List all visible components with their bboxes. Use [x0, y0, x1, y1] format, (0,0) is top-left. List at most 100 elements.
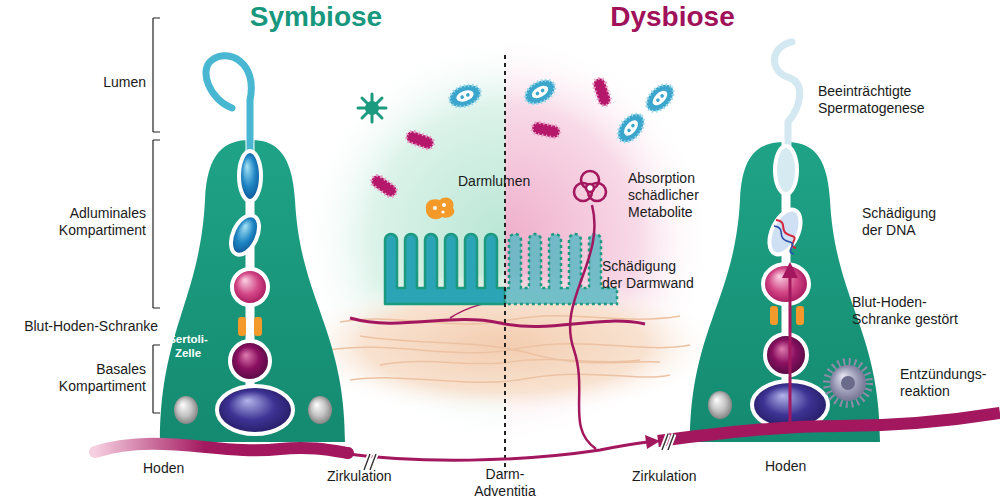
bacterium-body — [365, 101, 379, 115]
blood-vessel — [350, 318, 645, 326]
bacterium-dot — [460, 95, 465, 100]
callout-label: Beeinträchtigte Spermatogenese — [818, 83, 936, 117]
oval-bacterium — [613, 109, 649, 146]
bacterium-core — [530, 83, 551, 101]
biohazard-symbol — [574, 171, 606, 201]
bacterium-dot — [466, 93, 471, 98]
microbe-dot — [433, 206, 437, 210]
tissue-fibres — [330, 316, 690, 383]
spermatid-elongated — [239, 151, 261, 201]
bacterium-body — [613, 109, 649, 146]
circulation-band — [658, 413, 1000, 441]
cell-channel — [782, 140, 791, 425]
bracket-label: Basales Kompartiment — [46, 361, 146, 395]
callout-label: Schädigung der DNA — [862, 205, 947, 239]
section-heading: Dysbiose — [590, 0, 755, 34]
orange-microbe — [426, 198, 455, 220]
circulation-band — [95, 444, 348, 453]
cell-label: Sertoli-Zelle — [161, 332, 215, 360]
callout-label: Blut-Hoden- Schranke gestört — [852, 294, 966, 328]
bacterium-body — [521, 75, 559, 108]
bacterium-dot — [660, 93, 665, 98]
bacterium-core — [621, 118, 640, 138]
bacterium-dot — [540, 88, 545, 93]
rod-bacterium — [592, 77, 612, 107]
primary-spermatocyte — [230, 341, 270, 381]
coccus-bacteria — [447, 75, 679, 146]
break-mark — [364, 454, 376, 470]
grey-cell — [708, 391, 732, 419]
damage-arrow-shaft — [789, 276, 792, 432]
rod-bacterium — [405, 130, 435, 151]
part-label: Blut-Hoden-Schranke — [0, 318, 158, 335]
bacterium-core — [650, 88, 670, 108]
impaired-sperm-tail — [774, 42, 799, 150]
cell-shape — [160, 140, 345, 442]
break-mark-bg — [364, 454, 376, 470]
microbe-dot — [441, 210, 444, 213]
left-germ-cells — [174, 56, 332, 434]
organ-label: Hoden — [143, 460, 203, 477]
callout-label: Entzündungs- reaktion — [900, 366, 996, 400]
biohazard-ring — [588, 183, 606, 201]
spermatid-round — [225, 211, 265, 259]
rod-bacterium — [369, 173, 399, 199]
circulation — [95, 205, 1000, 470]
spermatogonium — [217, 386, 293, 434]
bracket-basal — [153, 345, 160, 413]
inflammatory-cell — [830, 365, 866, 401]
bacterium-dot — [630, 123, 635, 128]
biohazard-ring — [574, 183, 592, 201]
sertoli-cell-damaged — [690, 142, 880, 442]
bracket-adluminal — [153, 140, 160, 308]
circulation-arrow-head — [645, 435, 660, 449]
callout-label: Absorption schädlicher Metabolite — [628, 170, 720, 221]
spermatocyte — [763, 264, 809, 304]
disrupted-junction — [796, 306, 804, 325]
grey-cell — [308, 396, 332, 424]
biohazard-core — [586, 184, 594, 192]
inflammatory-nucleus — [841, 376, 855, 390]
bacterium-star — [358, 94, 386, 122]
tissue-fibre — [380, 360, 640, 365]
oval-bacterium — [642, 80, 679, 117]
damaged-villi — [505, 234, 617, 304]
section-heading: Symbiose — [236, 0, 396, 34]
circulation-line — [340, 442, 648, 460]
tight-junction — [238, 317, 246, 336]
tight-junction — [254, 317, 262, 336]
cell-outline — [155, 135, 355, 445]
inflammation-spikes — [827, 362, 869, 404]
bacterium-body — [642, 80, 679, 117]
bacterium-dot — [535, 91, 540, 96]
bracket-label: Lumen — [46, 74, 146, 91]
layer-label: Darm- Adventitia — [465, 466, 545, 500]
disrupted-junction — [770, 306, 778, 325]
oval-bacterium — [447, 81, 484, 111]
sperm-tail — [206, 56, 251, 150]
flow-label: Zirkulation — [632, 468, 722, 485]
cell-channel — [246, 140, 255, 425]
callout-label: Schädigung der Darmwand — [602, 258, 695, 292]
metabolite-path — [570, 205, 596, 449]
bracket-lumen — [153, 18, 160, 132]
bacterium-body — [447, 81, 484, 111]
dna-strand — [776, 220, 796, 248]
biohazard-ring — [581, 171, 599, 189]
organ-label: Hoden — [765, 458, 825, 475]
intact-villi — [385, 234, 505, 304]
bracket-label: Adluminales Kompartiment — [46, 205, 146, 239]
bacterium-dot — [655, 98, 660, 103]
region-label: Darmlumen — [458, 173, 548, 190]
damaged-dna-cell — [763, 205, 807, 259]
microbe-body — [426, 198, 455, 220]
tissue-fibre — [360, 336, 660, 363]
divider-line — [504, 55, 506, 472]
rod-bacteria — [369, 77, 612, 199]
bacterium-core — [455, 88, 475, 104]
